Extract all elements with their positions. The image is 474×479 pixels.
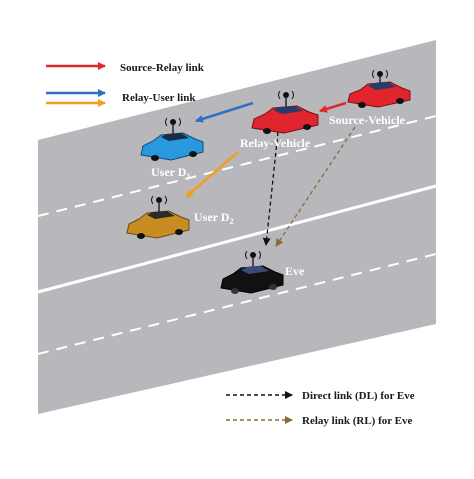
legend-relay-link-label: Relay link (RL) for Eve (302, 415, 413, 427)
legend-relay-user-label: Relay-User link (122, 92, 196, 104)
source-vehicle-car (347, 69, 411, 108)
eve-direct-link-arrow (262, 131, 279, 246)
legend-source-relay-label: Source-Relay link (120, 62, 205, 74)
relay-vehicle-label: Relay-Vehicle (240, 136, 311, 150)
legend-direct-link-label: Direct link (DL) for Eve (302, 390, 415, 402)
source-vehicle-label: Source-Vehicle (329, 113, 406, 127)
user-d1-car (140, 117, 204, 161)
user-d2-label: User D2 (194, 210, 233, 226)
lane-solid-center (37, 184, 437, 294)
relay-vehicle-car (251, 90, 319, 134)
eve-car (220, 250, 284, 294)
relay-user2-orange-arrow (185, 151, 239, 198)
user-d1-label: User D1 (151, 165, 190, 181)
user-d2-car (126, 195, 190, 239)
eve-label: Eve (285, 264, 305, 278)
source-relay-arrow (319, 101, 347, 113)
road-surface (38, 40, 436, 414)
eve-relay-link-arrow (275, 126, 356, 247)
relay-user1-blue-arrow (195, 101, 254, 123)
legend: Source-Relay link Relay-User link Direct… (46, 62, 415, 427)
